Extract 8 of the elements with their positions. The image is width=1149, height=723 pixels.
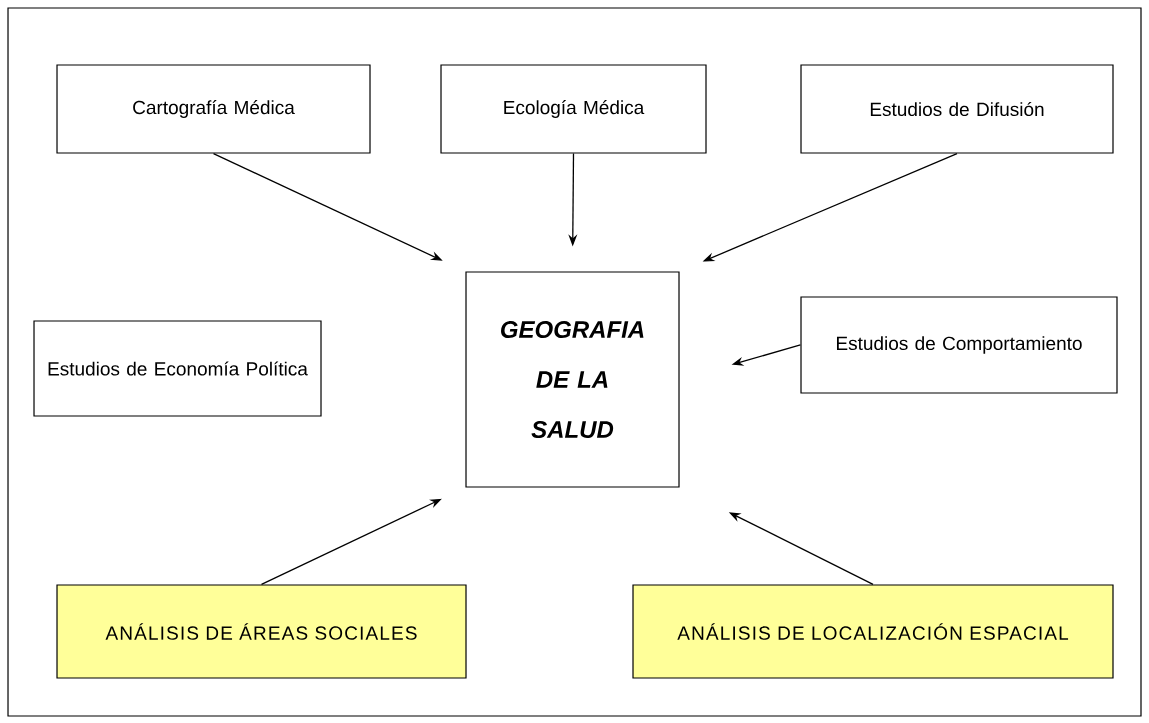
topic-box: Cartografía Médica [56, 64, 371, 154]
topic-box: Ecología Médica [440, 64, 707, 154]
central-box: GEOGRAFIA DE LA SALUD [465, 271, 680, 488]
topic-box: Estudios de Difusión [800, 64, 1114, 154]
topic-box: Estudios de Comportamiento [800, 296, 1118, 394]
highlighted-box: ANÁLISIS DE ÁREAS SOCIALES [56, 584, 467, 679]
topic-box: Estudios de Economía Política [33, 320, 322, 417]
highlighted-box: ANÁLISIS DE LOCALIZACIÓN ESPACIAL [632, 584, 1114, 679]
